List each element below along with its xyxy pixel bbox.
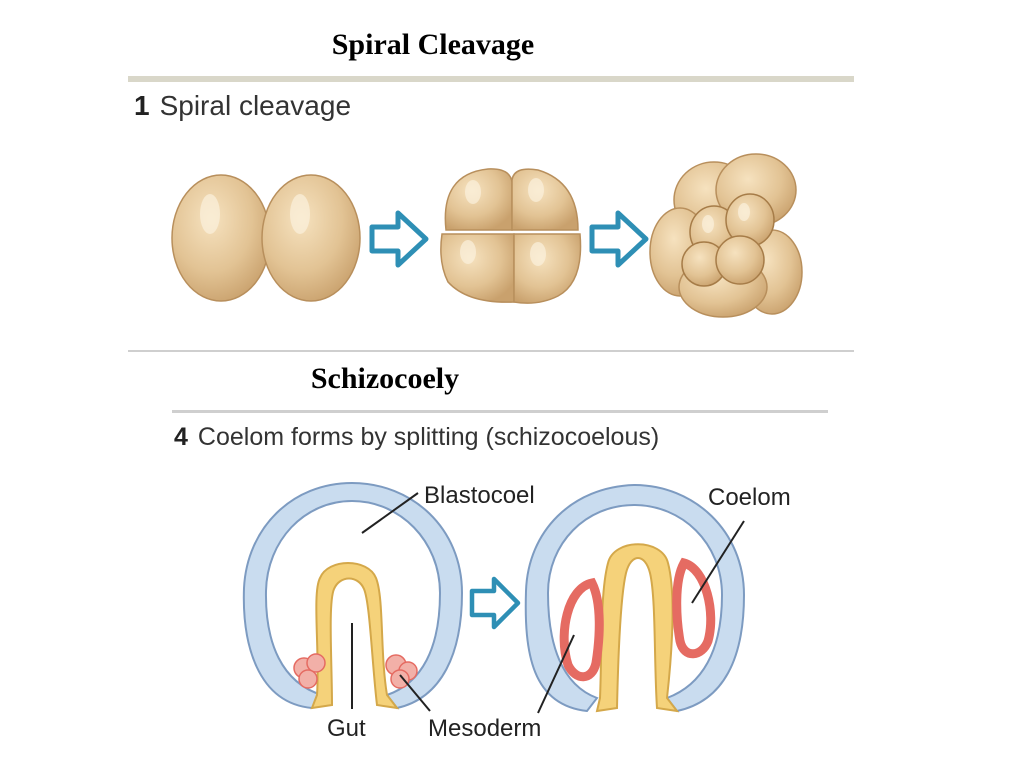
endoderm-gut [310, 562, 400, 710]
arrow-right-icon [469, 576, 521, 630]
endoderm-gut [595, 543, 680, 713]
label-blastocoel: Blastocoel [424, 482, 535, 509]
ectoderm-layer [242, 481, 464, 710]
arrow-right-icon [369, 210, 429, 268]
spiral-panel-heading: 1 Spiral cleavage [134, 90, 351, 122]
label-gut: Gut [327, 715, 366, 742]
blastomere [513, 233, 582, 304]
slide-title-spiral-cleavage: Spiral Cleavage [331, 28, 535, 61]
gastrula-embryo [242, 481, 464, 710]
blastomere [440, 233, 515, 303]
eight-cell-embryo [649, 153, 803, 318]
blastomere [511, 168, 579, 231]
mesoderm-cells [293, 653, 418, 689]
coelom-pouch-left [559, 577, 604, 682]
schizo-panel-heading: 4 Coelom forms by splitting (schizocoelou… [174, 423, 659, 452]
spiral-cleavage-illustration [171, 153, 803, 318]
ectoderm-layer [524, 483, 746, 713]
spiral-heading-text: Spiral cleavage [159, 90, 352, 121]
label-mesoderm: Mesoderm [428, 715, 541, 742]
schizo-step-number: 4 [174, 423, 188, 451]
four-cell-embryo [440, 168, 582, 304]
arrow-right-icon [589, 210, 649, 268]
coelom-pouch-right [672, 557, 716, 659]
schizocoely-illustration: Blastocoel Coelom Gut Mesoderm [242, 481, 791, 742]
label-coelom: Coelom [708, 484, 791, 511]
embryo-with-coelom [524, 483, 746, 713]
spiral-step-number: 1 [134, 90, 150, 121]
spiral-cleavage-panel: 1 Spiral cleavage [128, 76, 854, 352]
slide-title-schizocoely: Schizocoely [310, 362, 460, 395]
schizo-heading-text: Coelom forms by splitting (schizocoelous… [197, 423, 660, 451]
blastomere [715, 235, 765, 285]
schizocoely-panel: 4 Coelom forms by splitting (schizocoelou… [172, 410, 828, 758]
two-cell-embryo [171, 174, 361, 302]
blastomere [171, 174, 271, 302]
blastomere [261, 174, 361, 302]
